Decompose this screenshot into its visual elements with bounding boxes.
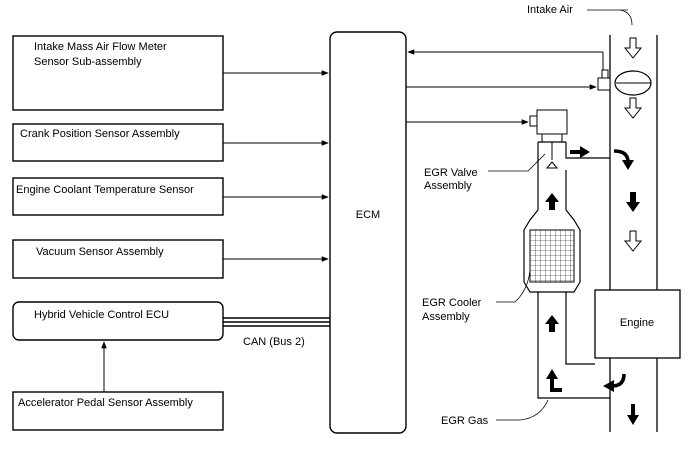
svg-text:Sensor Sub-assembly: Sensor Sub-assembly (34, 56, 142, 68)
engine-box: Engine (594, 289, 681, 359)
crank-label: Crank Position Sensor Assembly (20, 128, 180, 140)
egr-valve-label-1: EGR Valve (424, 167, 478, 179)
maf-label-line-1: Intake Mass Air Flow Meter (34, 41, 167, 53)
can-bus-label: CAN (Bus 2) (243, 336, 305, 348)
intake-air-label: Intake Air (527, 4, 573, 16)
egr-cooler-label-1: EGR Cooler (422, 297, 482, 309)
can-bus-lines (223, 317, 330, 327)
intake-air-leader-curve (619, 9, 633, 26)
vacuum-sensor-box: Vacuum Sensor Assembly (12, 239, 224, 279)
engine-label: Engine (620, 317, 654, 329)
exhaust-return-arrow (603, 373, 626, 392)
egr-valve-label-2: Assembly (424, 180, 472, 192)
egr-cooler-leader (496, 269, 531, 303)
egr-flow-arrow-up-2 (545, 315, 559, 332)
exhaust-arrow-down (626, 192, 640, 212)
hv-ecu-label: Hybrid Vehicle Control ECU (34, 309, 169, 321)
egr-flow-arrow-right (570, 146, 590, 158)
egr-cooler-icon (523, 209, 581, 293)
egr-pipe (537, 141, 610, 399)
intake-air-arrow-icon-3 (623, 230, 643, 252)
crank-sensor-box: Crank Position Sensor Assembly (12, 123, 224, 162)
maf-label-line-2: Sensor Sub-assembly (34, 56, 142, 68)
svg-text:Intake Mass Air Flow Meter: Intake Mass Air Flow Meter (34, 41, 167, 53)
egr-flow-arrow-curve (613, 149, 634, 170)
egr-gas-label: EGR Gas (441, 415, 489, 427)
coolant-sensor-box: Engine Coolant Temperature Sensor (12, 177, 224, 216)
egr-gas-leader (496, 399, 549, 421)
accel-sensor-box: Accelerator Pedal Sensor Assembly (12, 391, 224, 431)
egr-valve-leader (488, 153, 546, 172)
vacuum-label: Vacuum Sensor Assembly (36, 246, 164, 258)
throttle-valve-icon (614, 70, 652, 96)
egr-flow-arrow-up-1 (545, 193, 559, 210)
accel-label: Accelerator Pedal Sensor Assembly (18, 397, 193, 409)
maf-sensor-box: Intake Mass Air Flow Meter Sensor Sub-as… (12, 35, 224, 111)
ecm-box: ECM (329, 31, 407, 434)
egr-cooler-label-2: Assembly (422, 311, 470, 323)
throttle-actuator-icon (597, 69, 611, 91)
exhaust-out-arrow (627, 404, 639, 425)
ecm-label: ECM (356, 209, 380, 221)
coolant-label: Engine Coolant Temperature Sensor (16, 184, 194, 196)
egr-valve-icon (529, 109, 568, 169)
intake-air-arrow-icon (623, 37, 643, 59)
intake-air-arrow-icon-2 (623, 97, 643, 119)
egr-flow-arrow-up-3 (546, 369, 562, 392)
hv-ecu-box: Hybrid Vehicle Control ECU (12, 301, 224, 341)
